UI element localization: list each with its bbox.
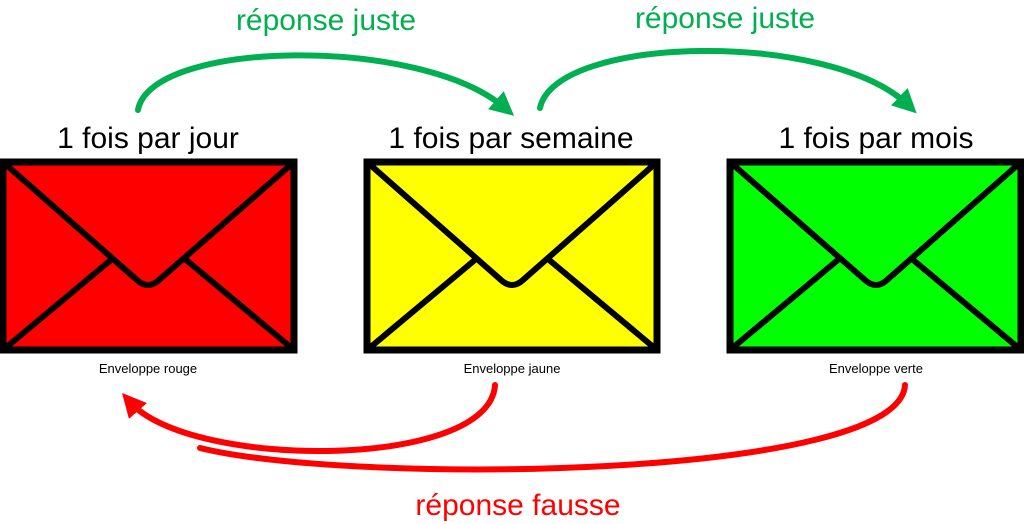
correct-answer-label-2: réponse juste	[635, 2, 815, 35]
correct-answer-label-1: réponse juste	[236, 4, 416, 37]
frequency-label-daily: 1 fois par jour	[57, 122, 239, 155]
envelope-caption-yellow: Enveloppe jaune	[464, 361, 561, 376]
envelope-caption-green: Enveloppe verte	[829, 361, 923, 376]
frequency-label-weekly: 1 fois par semaine	[388, 122, 633, 155]
envelope-caption-red: Enveloppe rouge	[99, 361, 197, 376]
envelope-yellow-icon	[363, 158, 661, 354]
envelope-card-green: 1 fois par mois Enveloppe verte	[726, 122, 1024, 376]
wrong-answer-label: réponse fausse	[415, 489, 620, 522]
wrong-answer-arrow-from-yellow	[122, 382, 498, 454]
envelope-card-yellow: 1 fois par semaine Enveloppe jaune	[363, 122, 661, 376]
correct-answer-arrow-2	[537, 48, 917, 114]
wrong-answer-arrow-from-green	[197, 382, 908, 473]
envelope-red-icon	[0, 158, 298, 354]
correct-answer-arrow-1	[135, 52, 515, 116]
envelope-card-red: 1 fois par jour Enveloppe rouge	[0, 122, 298, 376]
frequency-label-monthly: 1 fois par mois	[778, 122, 973, 155]
envelope-green-icon	[726, 158, 1024, 354]
